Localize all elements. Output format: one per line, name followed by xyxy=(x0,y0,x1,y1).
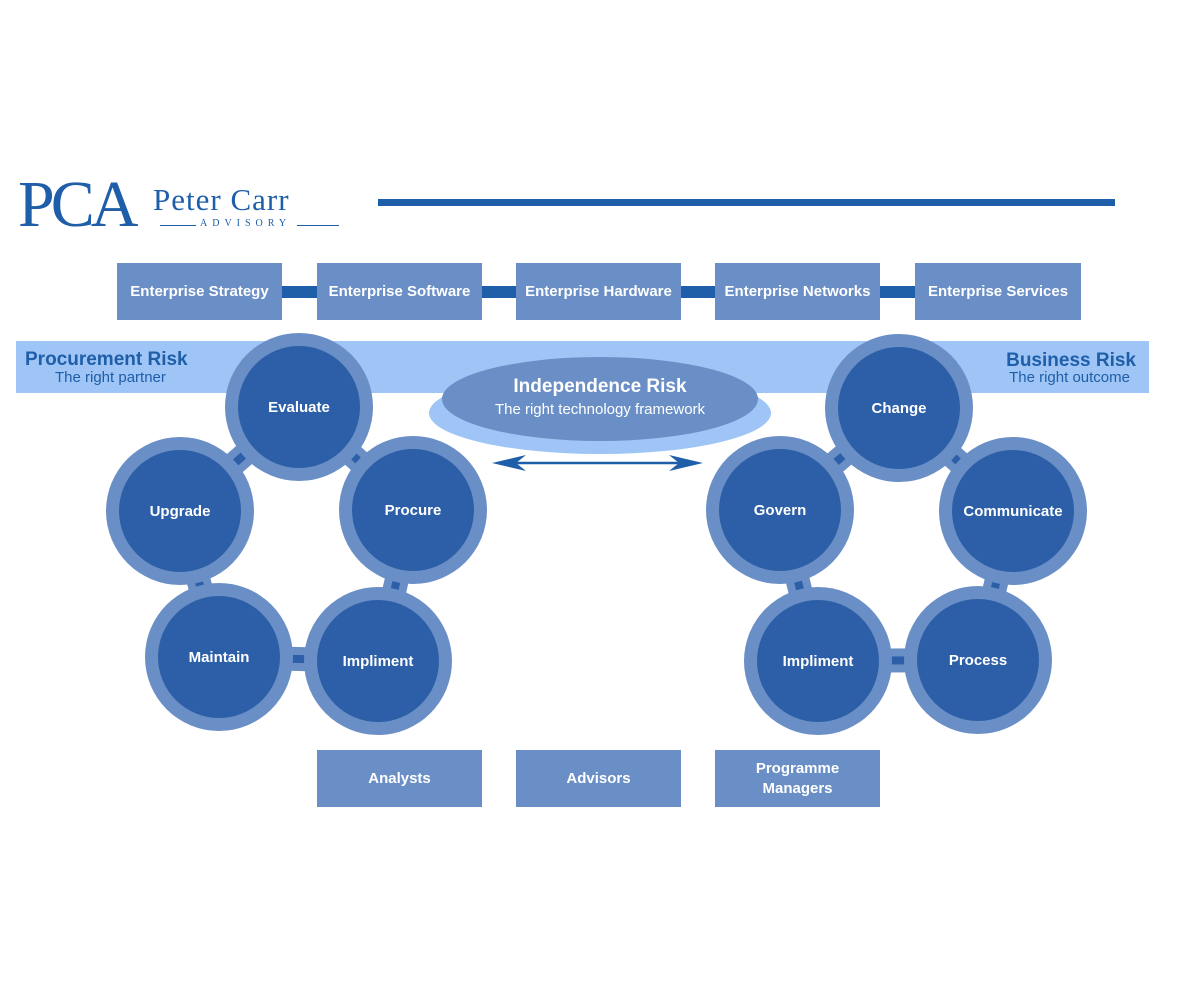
business-risk-title: Business Risk xyxy=(1006,350,1136,371)
header-rule xyxy=(378,199,1115,206)
node-govern: Govern xyxy=(706,436,854,584)
business-risk-subtitle: The right outcome xyxy=(1009,369,1130,386)
logo-subtitle: ADVISORY xyxy=(200,218,292,229)
svg-text:Evaluate: Evaluate xyxy=(268,399,330,416)
svg-text:Impliment: Impliment xyxy=(343,653,414,670)
node-change: Change xyxy=(825,334,973,482)
double-arrow-icon xyxy=(492,455,703,471)
box-programme-managers: Programme Managers xyxy=(715,750,880,807)
node-upgrade: Upgrade xyxy=(106,437,254,585)
node-process: Process xyxy=(904,586,1052,734)
svg-text:Process: Process xyxy=(949,652,1007,669)
svg-text:Upgrade: Upgrade xyxy=(150,503,211,520)
node-communicate: Communicate xyxy=(939,437,1087,585)
svg-text:Change: Change xyxy=(871,400,926,417)
node-procure: Procure xyxy=(339,436,487,584)
svg-text:Maintain: Maintain xyxy=(189,649,250,666)
independence-ellipse xyxy=(442,357,758,441)
logo-rule-left xyxy=(160,225,196,226)
node-maintain: Maintain xyxy=(145,583,293,731)
node-impliment-business: Impliment xyxy=(744,587,892,735)
logo-rule-right xyxy=(297,225,339,226)
procurement-risk-title: Procurement Risk xyxy=(25,349,188,370)
svg-text:Govern: Govern xyxy=(754,502,807,519)
independence-risk-subtitle: The right technology framework xyxy=(494,401,706,418)
svg-text:Impliment: Impliment xyxy=(783,653,854,670)
box-advisors: Advisors xyxy=(516,750,681,807)
box-enterprise-networks: Enterprise Networks xyxy=(715,263,880,320)
node-evaluate: Evaluate xyxy=(225,333,373,481)
box-enterprise-hardware: Enterprise Hardware xyxy=(516,263,681,320)
box-enterprise-services: Enterprise Services xyxy=(915,263,1081,320)
box-analysts: Analysts xyxy=(317,750,482,807)
independence-risk-title: Independence Risk xyxy=(513,376,687,397)
box-enterprise-software: Enterprise Software xyxy=(317,263,482,320)
box-enterprise-strategy: Enterprise Strategy xyxy=(117,263,282,320)
procurement-risk-subtitle: The right partner xyxy=(55,369,166,386)
logo-mark: PCA xyxy=(18,168,138,241)
node-impliment-procurement: Impliment xyxy=(304,587,452,735)
svg-text:Communicate: Communicate xyxy=(963,503,1062,520)
svg-text:Procure: Procure xyxy=(385,502,442,519)
logo-name: Peter Carr xyxy=(153,182,290,217)
